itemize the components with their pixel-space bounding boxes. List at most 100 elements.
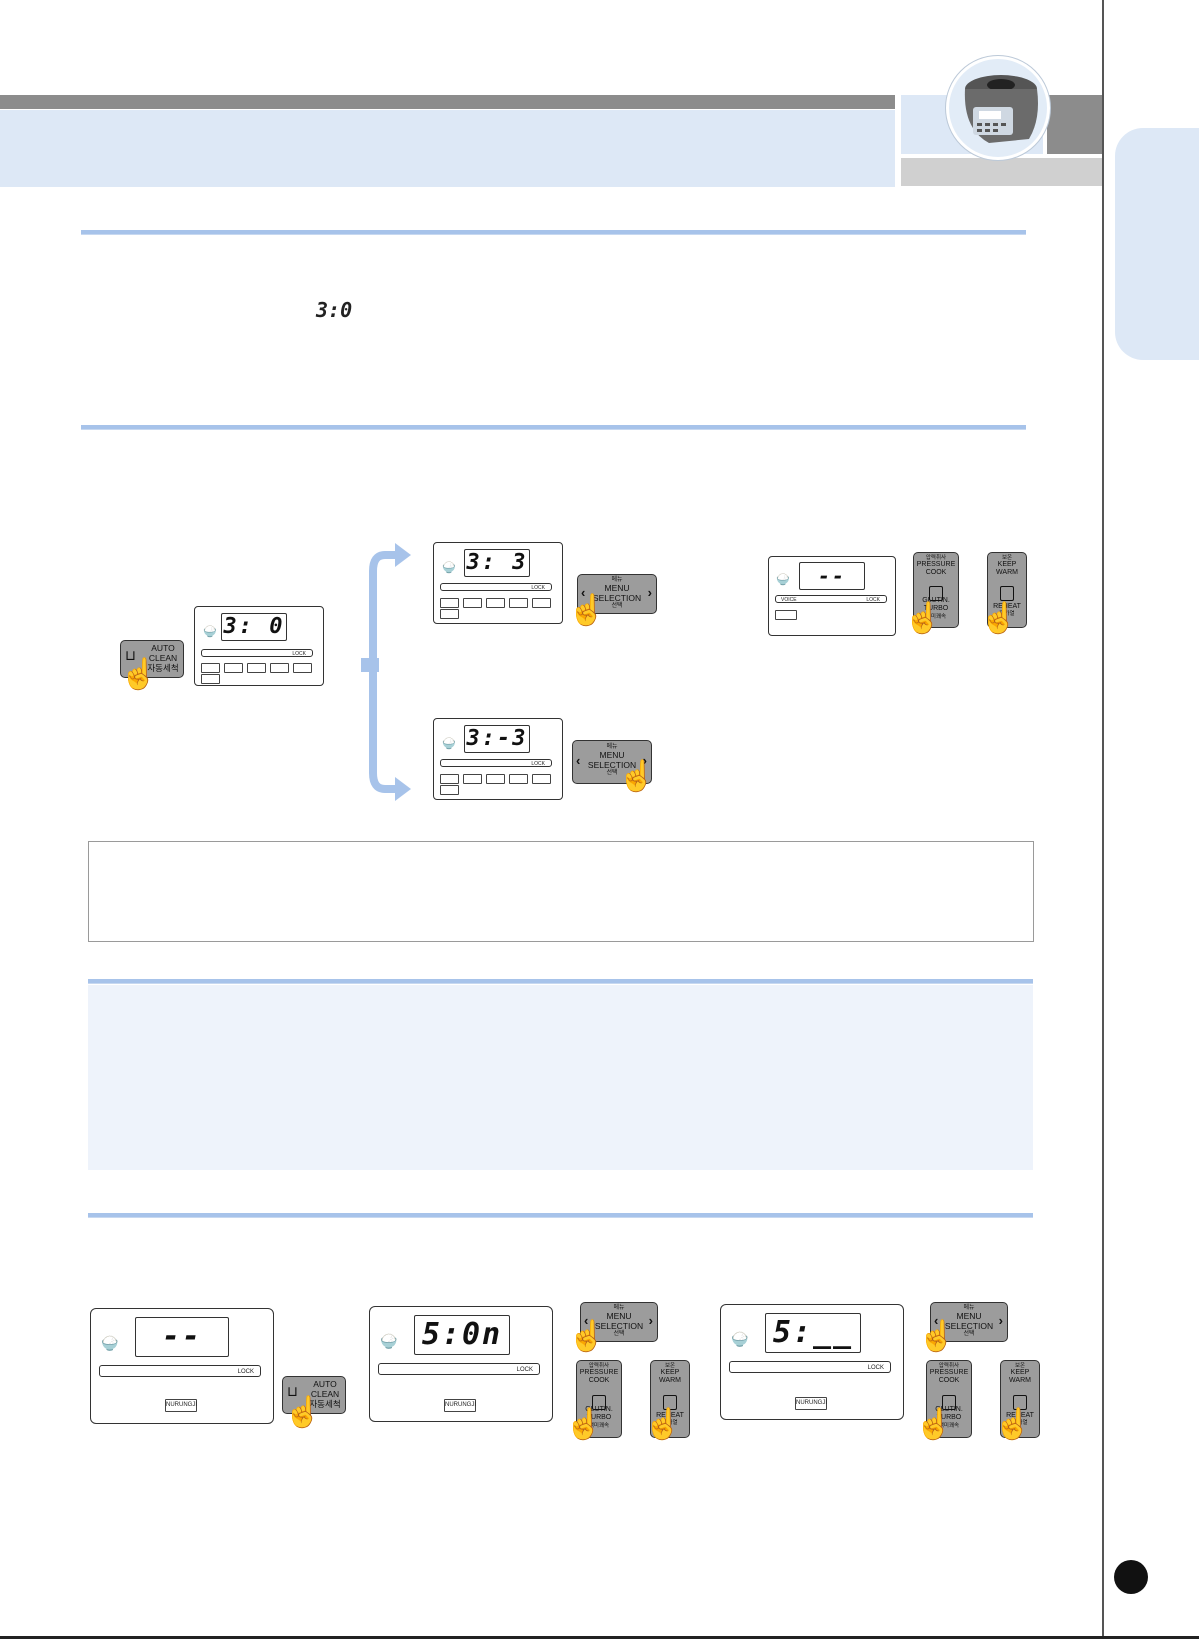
status-strip: LOCK xyxy=(440,759,552,767)
control-panel-bottom-1: 🍚 -- LOCK NURUNGJI xyxy=(90,1308,274,1424)
auto-clean-button[interactable]: ⊔ AUTO CLEAN 자동세척 xyxy=(282,1376,346,1414)
button-label-1: 메뉴 xyxy=(606,744,618,750)
button-label-1: 메뉴 xyxy=(611,577,623,583)
pressure-cook-button[interactable]: 압력취사 PRESSURE COOK GLUTIN. TURBO 백미쾌속 xyxy=(926,1360,972,1438)
menu-key xyxy=(247,663,266,673)
chevron-right-icon[interactable]: › xyxy=(648,1313,653,1328)
button-label-5: TURBO xyxy=(586,1414,612,1422)
pot-icon: 🍚 xyxy=(731,1331,749,1347)
button-label-3: SELECTION xyxy=(594,1320,644,1331)
hand-pointer-icon: ☝ xyxy=(568,1320,606,1353)
lock-label: LOCK xyxy=(866,597,880,603)
pressure-cook-button[interactable]: 압력취사 PRESSURE COOK GLUTIN. TURBO 백미쾌속 xyxy=(576,1360,622,1438)
button-label-3: COOK xyxy=(588,1377,610,1385)
lcd-display: 5:0n xyxy=(414,1315,510,1355)
button-label-2: MENU xyxy=(956,1310,982,1321)
button-label-5: TURBO xyxy=(936,1414,962,1422)
chevron-right-icon[interactable]: › xyxy=(998,1313,1003,1328)
control-panel-right: 🍚 -- VOICE LOCK xyxy=(768,556,896,636)
menu-selection-button[interactable]: ‹ › 메뉴 MENU SELECTION 선택 xyxy=(930,1302,1008,1342)
note-box xyxy=(88,841,1034,942)
button-label-2: MENU xyxy=(599,749,625,760)
hand-pointer-icon: ☝ xyxy=(980,602,1018,635)
button-label-1: 압력취사 xyxy=(588,1363,610,1369)
button-square-icon xyxy=(592,1395,606,1410)
hand-pointer-icon: ☝ xyxy=(904,602,942,635)
menu-key xyxy=(224,663,243,673)
menu-key xyxy=(532,774,551,784)
voice-label: VOICE xyxy=(781,597,797,603)
lcd-display: 3: 0 xyxy=(221,613,287,641)
button-label-3: WARM xyxy=(1009,1377,1031,1385)
button-label-1: AUTO xyxy=(151,643,175,653)
menu-selection-button[interactable]: ‹ › 메뉴 MENU SELECTION 선택 xyxy=(572,740,652,784)
nurungji-key: NURUNGJI xyxy=(165,1399,197,1412)
menu-key xyxy=(201,674,220,684)
menu-key xyxy=(440,598,459,608)
button-label-2: KEEP xyxy=(660,1369,680,1377)
button-label-3: SELECTION xyxy=(944,1320,994,1331)
clean-icon: ⊔ xyxy=(125,647,136,663)
button-label-2: MENU xyxy=(606,1310,632,1321)
bottom-rule xyxy=(0,1636,1199,1639)
pot-icon: 🍚 xyxy=(442,562,456,574)
page-divider-line xyxy=(1102,0,1104,1639)
menu-key xyxy=(532,598,551,608)
keep-warm-button[interactable]: 보온 KEEP WARM REHEAT 재가열 xyxy=(1000,1360,1040,1438)
button-label-1: 보온 xyxy=(1014,1363,1026,1369)
lcd-display: -- xyxy=(135,1317,229,1357)
clean-icon: ⊔ xyxy=(287,1383,298,1399)
lcd-display: 3:-3 xyxy=(464,725,530,753)
button-label-3: COOK xyxy=(938,1377,960,1385)
chevron-right-icon[interactable]: › xyxy=(642,753,647,768)
button-label-1: 보온 xyxy=(664,1363,676,1369)
chevron-left-icon[interactable]: ‹ xyxy=(584,1313,589,1328)
menu-selection-button[interactable]: ‹ › 메뉴 MENU SELECTION 선택 xyxy=(580,1302,658,1342)
button-label-6: 백미쾌속 xyxy=(938,1422,960,1429)
menu-selection-button[interactable]: ‹ › 메뉴 MENU SELECTION 선택 xyxy=(577,574,657,614)
button-label-1: 메뉴 xyxy=(963,1305,975,1311)
hand-pointer-icon: ☝ xyxy=(284,1396,322,1429)
button-square-icon xyxy=(1000,586,1014,601)
chevron-left-icon[interactable]: ‹ xyxy=(576,753,581,768)
lcd-display: 3: 3 xyxy=(464,549,530,577)
button-label-2: PRESSURE xyxy=(929,1369,969,1377)
button-label-2: KEEP xyxy=(1010,1369,1030,1377)
button-label-5: 재가열 xyxy=(662,1420,678,1427)
pressure-cook-button[interactable]: 압력취사 PRESSURE COOK GLUTIN. TURBO 백미쾌속 xyxy=(913,552,959,628)
control-panel-bottom-3: 🍚 5:__ LOCK NURUNGJI xyxy=(720,1304,904,1420)
control-panel-step1: 🍚 3: 0 LOCK xyxy=(194,606,324,686)
section-rule-3 xyxy=(88,979,1033,984)
button-label-5: TURBO xyxy=(923,605,949,613)
section-rule-2 xyxy=(81,425,1026,430)
auto-clean-button[interactable]: ⊔ AUTO CLEAN 자동세척 xyxy=(120,640,184,678)
info-panel xyxy=(88,985,1033,1170)
button-label-1: 압력취사 xyxy=(938,1363,960,1369)
hand-pointer-icon: ☝ xyxy=(618,760,656,793)
menu-key xyxy=(775,610,797,620)
keep-warm-button[interactable]: 보온 KEEP WARM REHEAT 재가열 xyxy=(987,552,1027,628)
chevron-left-icon[interactable]: ‹ xyxy=(934,1313,939,1328)
chevron-left-icon[interactable]: ‹ xyxy=(581,585,586,600)
button-label-4: REHEAT xyxy=(993,603,1021,611)
button-label-4: REHEAT xyxy=(656,1412,684,1420)
button-label-4: 선택 xyxy=(611,603,623,610)
status-strip: LOCK xyxy=(201,649,313,657)
menu-key xyxy=(201,663,220,673)
button-label-3: WARM xyxy=(996,569,1018,577)
button-label-2: KEEP xyxy=(997,561,1017,569)
button-label-3: SELECTION xyxy=(592,592,642,603)
chevron-right-icon[interactable]: › xyxy=(647,585,652,600)
status-strip: LOCK xyxy=(440,583,552,591)
keep-warm-button[interactable]: 보온 KEEP WARM REHEAT 재가열 xyxy=(650,1360,690,1438)
button-label-2: CLEAN xyxy=(310,1388,340,1399)
pot-icon: 🍚 xyxy=(442,738,456,750)
section-rule-1 xyxy=(81,230,1026,235)
header-band xyxy=(0,110,895,187)
button-label-2: MENU xyxy=(604,582,630,593)
status-strip: LOCK xyxy=(378,1363,540,1375)
button-label-4: REHEAT xyxy=(1006,1412,1034,1420)
button-label-3: 자동세척 xyxy=(147,662,179,673)
hand-pointer-icon: ☝ xyxy=(568,594,606,627)
button-label-1: AUTO xyxy=(313,1379,337,1389)
